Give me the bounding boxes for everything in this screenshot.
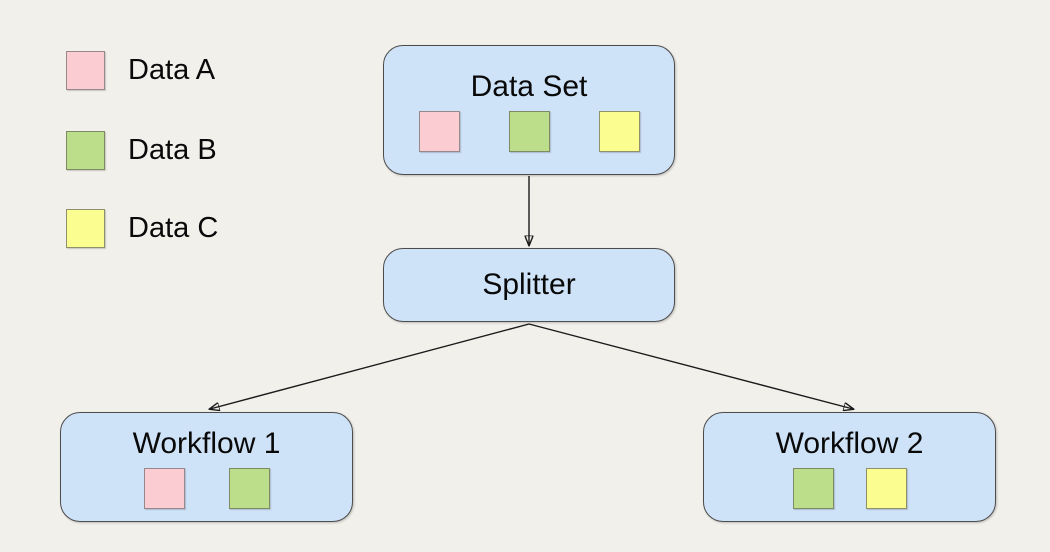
edge-splitter-to-workflow2 (528, 323, 853, 409)
chip-data-a (143, 468, 185, 509)
node-data-set-title: Data Set (470, 70, 588, 103)
chip-data-b (792, 468, 834, 509)
legend-label-data-a: Data A (128, 53, 216, 86)
chip-data-a (418, 111, 460, 152)
node-data-set-chips (418, 111, 640, 152)
chip-data-b (508, 111, 550, 152)
edge-splitter-to-workflow1 (210, 323, 530, 409)
node-data-set[interactable]: Data Set (383, 45, 675, 175)
node-workflow-1[interactable]: Workflow 1 (60, 412, 353, 522)
legend-item-data-b: Data B (66, 130, 217, 170)
node-workflow-2-title: Workflow 2 (775, 427, 924, 460)
legend-item-data-a: Data A (66, 50, 215, 90)
node-splitter[interactable]: Splitter (383, 248, 675, 322)
node-workflow-1-title: Workflow 1 (132, 427, 281, 460)
legend-swatch-data-c-icon (66, 208, 105, 248)
legend-swatch-data-b-icon (66, 130, 105, 170)
legend-label-data-b: Data B (128, 133, 217, 166)
chip-data-c (598, 111, 640, 152)
legend-item-data-c: Data C (66, 208, 218, 248)
node-workflow-2[interactable]: Workflow 2 (703, 412, 996, 522)
node-workflow-2-chips (792, 468, 907, 509)
legend-label-data-c: Data C (128, 211, 219, 244)
legend-swatch-data-a-icon (66, 50, 105, 90)
chip-data-c (865, 468, 907, 509)
chip-data-b (228, 468, 270, 509)
node-workflow-1-chips (143, 468, 270, 509)
node-splitter-title: Splitter (482, 268, 576, 301)
